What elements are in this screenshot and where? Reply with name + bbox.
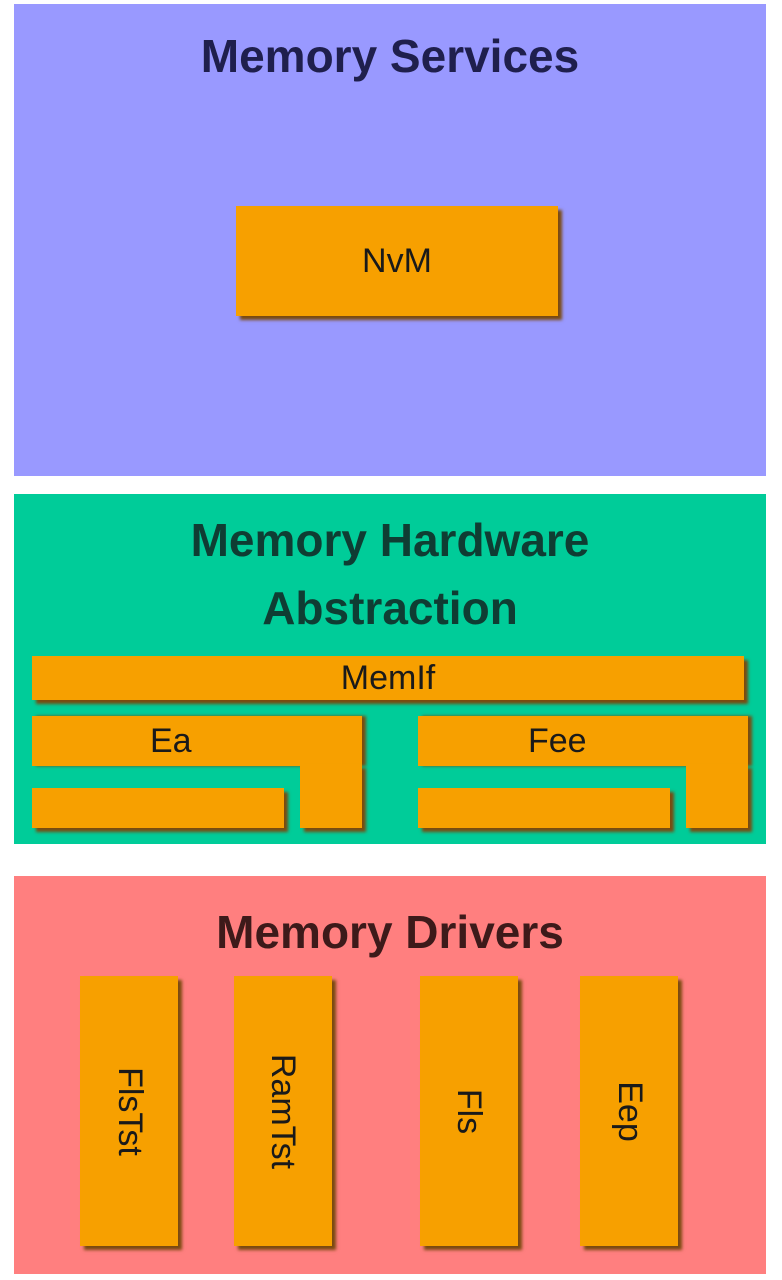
fee-module-connector [686, 764, 748, 828]
title-line-1: Memory Hardware [190, 514, 590, 566]
memory-hardware-abstraction-layer: Memory Hardware Abstraction MemIf Ea Fee [14, 494, 766, 844]
nvm-module: NvM [236, 206, 558, 316]
memory-services-title: Memory Services [200, 30, 580, 82]
fee-module: Fee [418, 716, 748, 766]
ea-lower-block [32, 788, 284, 828]
ramtst-module: RamTst [234, 976, 332, 1246]
ea-module-connector [300, 764, 362, 828]
flstst-label: FlsTst [110, 1066, 149, 1156]
nvm-label: NvM [362, 241, 432, 280]
flstst-module: FlsTst [80, 976, 178, 1246]
fee-label: Fee [528, 721, 587, 760]
fee-lower-block [418, 788, 670, 828]
memory-drivers-title: Memory Drivers [216, 906, 564, 958]
ramtst-label: RamTst [264, 1053, 303, 1169]
ea-label: Ea [150, 721, 192, 760]
eep-module: Eep [580, 976, 678, 1246]
fls-module: Fls [420, 976, 518, 1246]
title-line-2: Abstraction [262, 582, 518, 634]
memif-module: MemIf [32, 656, 744, 700]
memif-label: MemIf [340, 658, 436, 697]
memory-hardware-abstraction-title: Memory Hardware Abstraction [14, 506, 766, 642]
ea-module: Ea [32, 716, 362, 766]
eep-label: Eep [610, 1080, 649, 1142]
fls-label: Fls [450, 1088, 489, 1134]
memory-services-layer: Memory Services NvM [14, 4, 766, 476]
memory-drivers-layer: Memory Drivers FlsTst RamTst Fls Eep [14, 876, 766, 1274]
